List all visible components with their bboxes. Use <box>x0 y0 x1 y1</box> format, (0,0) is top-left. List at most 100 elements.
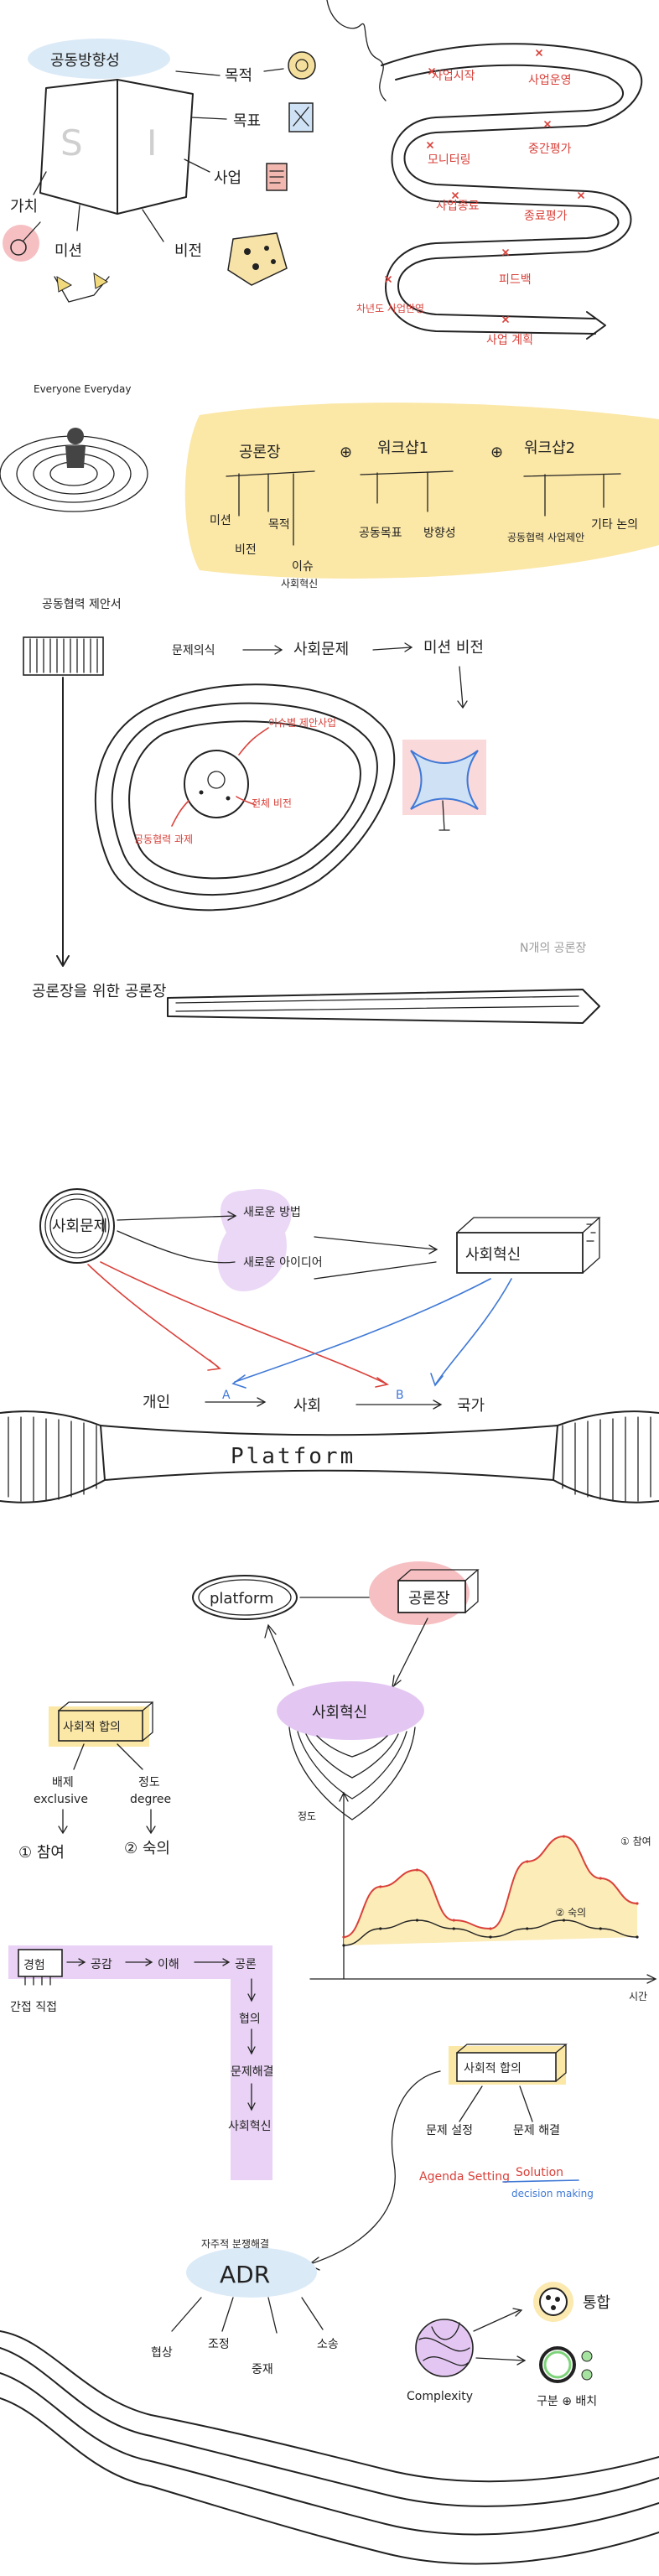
chart-label-participation: ① 참여 <box>620 1836 651 1847</box>
branch-label-purpose: 목적 <box>225 67 252 85</box>
process-step-consult: 협의 <box>239 2012 261 2026</box>
degree-ko: 정도 <box>138 1776 160 1789</box>
red-arrow-b <box>100 1261 390 1388</box>
road-label-monitor: 모니터링 <box>428 153 471 167</box>
forum-item-mission: 미션 <box>210 514 231 527</box>
coin-icon <box>263 51 316 80</box>
branch-label-value: 가치 <box>10 198 38 216</box>
chart-point <box>526 1860 529 1863</box>
chart-point <box>379 1885 382 1888</box>
arrow-integrate <box>473 2308 523 2332</box>
platform-bridge <box>0 1410 659 1504</box>
platform-oval <box>192 1575 298 1620</box>
workshop-title-ws2: 워크샵2 <box>524 439 575 457</box>
innovation-bowl <box>288 1727 416 1820</box>
participation-label: ① 참여 <box>18 1844 65 1862</box>
chart-point <box>415 1868 419 1872</box>
problem-solving-en2: decision making <box>511 2188 594 2199</box>
complexity-ball <box>415 2319 474 2377</box>
chart-x-label: 시간 <box>629 1991 647 2002</box>
flow-social-problem: 사회문제 <box>293 641 349 658</box>
arrow-step-2 <box>125 1958 153 1966</box>
target-icon <box>288 102 314 132</box>
level-nation: 국가 <box>457 1397 485 1415</box>
title-highlight <box>28 39 170 79</box>
chart-point <box>636 1902 639 1905</box>
solution-underline <box>502 2179 579 2183</box>
chart-label-agreement: ② 숙의 <box>556 1907 587 1919</box>
separate-icon <box>539 2346 593 2383</box>
process-highlight <box>8 1945 272 2180</box>
integrate-icon <box>533 2282 573 2322</box>
forum-item-issue: 이슈 <box>292 560 314 574</box>
social-innovation-box <box>456 1217 601 1274</box>
arrow-method-innovation <box>314 1236 438 1254</box>
book-letter-s: S <box>60 122 83 164</box>
chart-point <box>562 1835 566 1838</box>
indirect-direct-label: 간접 직접 <box>10 2001 57 2014</box>
agreement-label: ② 숙의 <box>124 1840 170 1857</box>
chart-x-axis <box>309 1974 657 1984</box>
workshop-highlight <box>184 402 659 579</box>
exclusive-ko: 배제 <box>52 1776 74 1789</box>
innovation-bowl-label: 사회혁신 <box>312 1704 367 1722</box>
proposal-box <box>23 636 104 676</box>
process-step-discussion: 공론 <box>235 1958 257 1971</box>
exclusive-en: exclusive <box>34 1793 88 1806</box>
flow-arrow-3 <box>457 666 468 709</box>
problem-solving-ko: 문제 해결 <box>513 2124 560 2137</box>
problem-setting-ko: 문제 설정 <box>426 2124 473 2137</box>
plus-2: ⊕ <box>490 444 503 461</box>
project-cycle-road: 사업시작 사업운영 모니터링 중간평가 사업종료 종료평가 피드백 차년도 사업… <box>326 0 643 347</box>
arrow-step-1 <box>66 1958 86 1966</box>
arrow-society-nation <box>355 1400 443 1410</box>
section-social-innovation: 사회문제 새로운 방법 새로운 아이디어 사회혁신 A B 개인 사회 국가 <box>0 1188 659 1504</box>
branch-label-goal: 목표 <box>233 112 261 130</box>
branch-label-mission: 미션 <box>54 242 82 260</box>
new-method-label: 새로운 방법 <box>243 1206 301 1219</box>
consensus-5-branches <box>459 2085 533 2122</box>
chart-point <box>452 1927 455 1930</box>
consensus-label-4: 사회적 합의 <box>63 1721 121 1734</box>
marker-a: A <box>222 1389 231 1402</box>
ws2-item-proposal: 공동협력 사업제안 <box>507 532 584 543</box>
level-individual: 개인 <box>143 1394 170 1411</box>
road-label-start: 사업시작 <box>432 70 475 83</box>
section-process: 경험 공감 이해 공론 협의 문제해결 사회혁신 간접 직접 사회적 합의 문제… <box>0 1945 659 2565</box>
level-society: 사회 <box>293 1397 321 1415</box>
chart-point <box>599 1927 602 1930</box>
arrow-step-4 <box>247 1978 256 2002</box>
arrow-step-6 <box>247 2083 256 2111</box>
arrow-separate <box>475 2355 527 2366</box>
branch-line-business <box>184 158 210 173</box>
adr-label: ADR <box>220 2261 270 2288</box>
chart-point <box>415 1919 419 1922</box>
island-label-issue: 이슈별 제안사업 <box>268 717 336 729</box>
blue-arrow-b <box>430 1278 512 1387</box>
arrow-step-3 <box>194 1958 231 1966</box>
consensus-label-5: 사회적 합의 <box>464 2062 521 2075</box>
workshop-title-forum: 공론장 <box>239 444 281 461</box>
section-vision-book: 공동방향성 S I 목적 목표 사업 비전 <box>3 39 316 303</box>
social-innovation-label: 사회혁신 <box>465 1246 521 1264</box>
flow-awareness: 문제의식 <box>172 644 215 657</box>
chart-point <box>342 1935 345 1939</box>
chart-y-axis <box>339 1791 349 1980</box>
document-icon <box>266 163 288 191</box>
idea-highlight <box>217 1189 292 1291</box>
consensus-box-5 <box>456 2044 568 2082</box>
innovation-highlight <box>277 1681 424 1740</box>
red-arrow-a <box>87 1264 221 1371</box>
forum-tree <box>226 470 315 546</box>
long-arrow <box>167 989 600 1024</box>
forum-item-vision: 비전 <box>235 543 257 557</box>
flow-mission-vision: 미션 비전 <box>423 639 484 657</box>
chart-point <box>562 1919 566 1922</box>
process-step-innovation: 사회혁신 <box>228 2120 272 2133</box>
adr-title: 자주적 분쟁해결 <box>201 2238 269 2250</box>
platform-oval-label: platform <box>210 1590 273 1607</box>
proposal-label: 공동협력 제안서 <box>42 598 122 611</box>
branch-line-value <box>33 171 47 195</box>
blue-arrow-a <box>231 1278 491 1389</box>
